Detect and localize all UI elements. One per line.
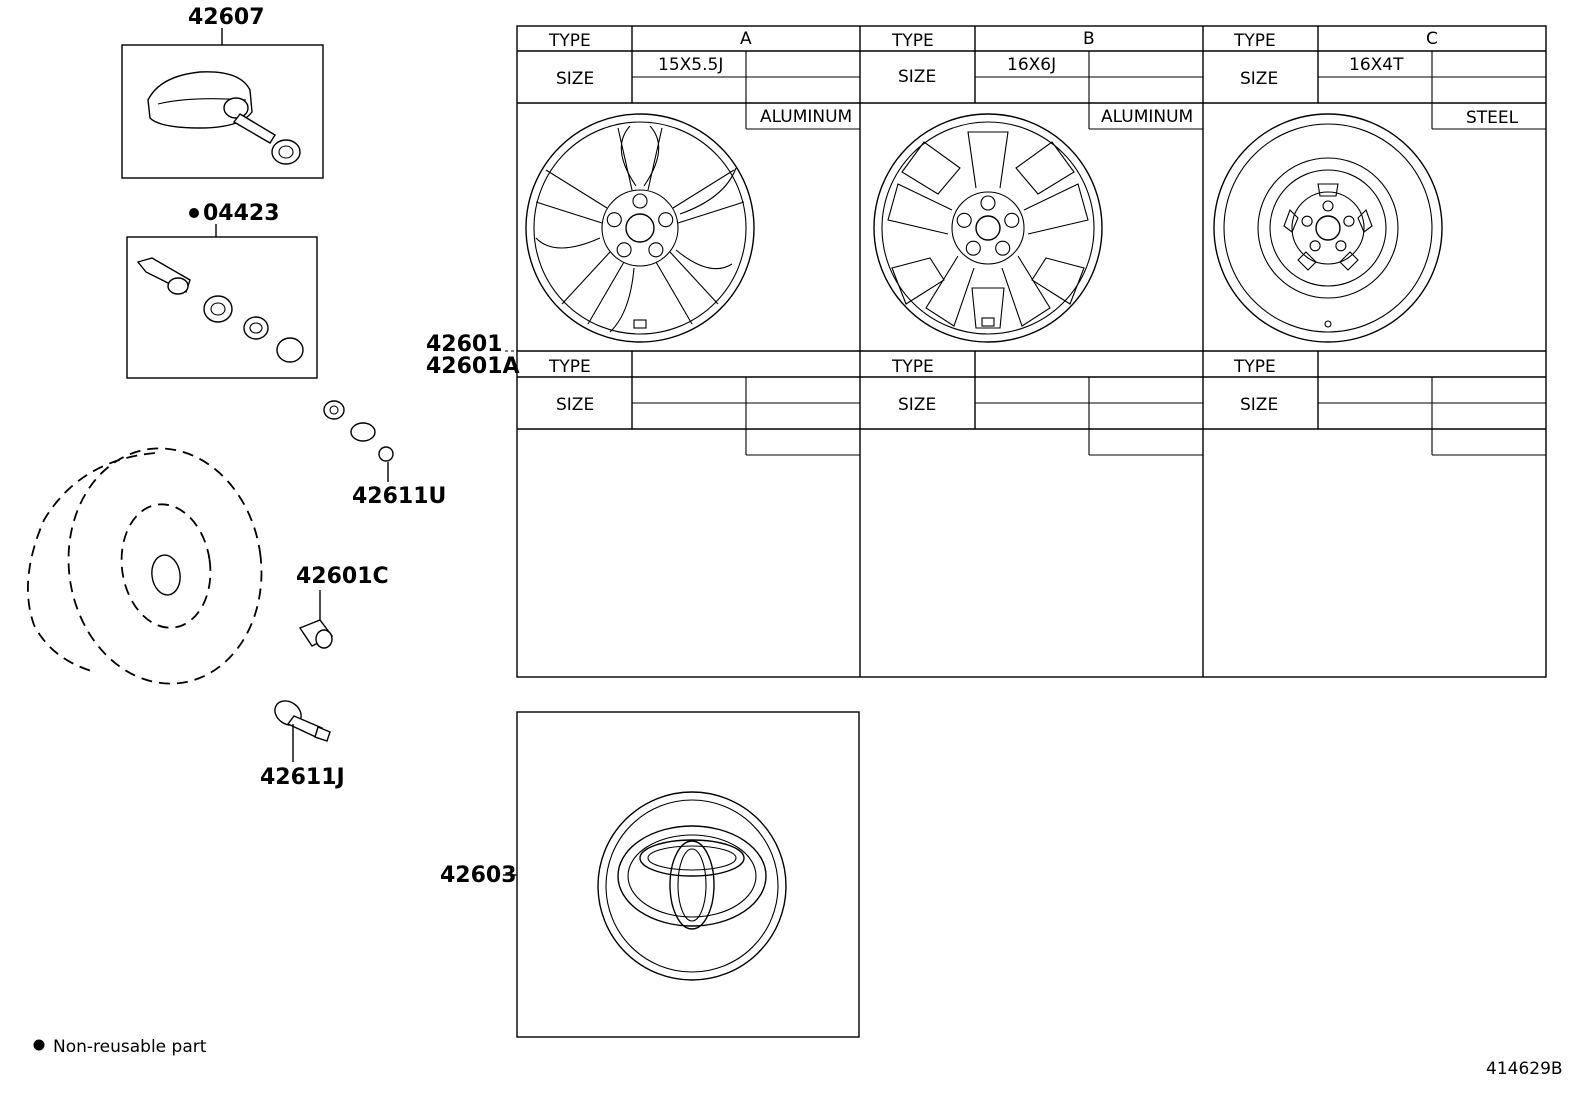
type-value-a: A: [740, 29, 752, 49]
part-42611J[interactable]: 42611J: [260, 696, 345, 790]
non-reusable-dot-icon: [189, 208, 199, 218]
part-42603[interactable]: 42603: [440, 711, 860, 1038]
toyota-emblem-icon: [597, 791, 787, 981]
size-value-c: 16X4T: [1349, 55, 1404, 75]
lug-nut-icon: [298, 619, 334, 649]
size-label: SIZE: [898, 67, 936, 87]
part-box-42607: [121, 44, 324, 179]
part-number-04423: 04423: [203, 201, 280, 226]
material-c: STEEL: [1466, 108, 1519, 128]
part-box-42603: [516, 711, 860, 1038]
part-04423[interactable]: 04423: [126, 201, 318, 379]
column-b-header: TYPE B SIZE 16X6J ALUMINUM TYPE SIZE: [891, 29, 1193, 415]
valve-nut-icon: [323, 400, 394, 462]
part-number-42601C: 42601C: [296, 564, 389, 589]
tpms-sensor-icon: [147, 71, 301, 165]
type-label: TYPE: [548, 357, 591, 377]
size-label: SIZE: [556, 395, 594, 415]
legend-text: Non-reusable part: [53, 1037, 207, 1057]
non-reusable-dot-icon: [33, 1039, 45, 1051]
type-label: TYPE: [548, 31, 591, 51]
wheel-spec-table: [516, 25, 1547, 678]
document-id: 414629B: [1486, 1059, 1563, 1079]
part-box-04423: [126, 236, 318, 379]
valve-kit-icon: [136, 257, 304, 363]
type-value-b: B: [1083, 29, 1095, 49]
part-42607[interactable]: 42607: [121, 5, 324, 179]
wheel-a-icon[interactable]: [525, 113, 755, 343]
part-42601C[interactable]: 42601C: [296, 564, 389, 649]
size-label: SIZE: [898, 395, 936, 415]
tire-outline: [27, 447, 263, 685]
legend: Non-reusable part: [33, 1037, 207, 1057]
material-b: ALUMINUM: [1101, 107, 1193, 127]
size-label: SIZE: [556, 69, 594, 89]
size-value-b: 16X6J: [1007, 55, 1056, 75]
type-value-c: C: [1426, 29, 1438, 49]
size-label: SIZE: [1240, 395, 1278, 415]
part-number-42611J: 42611J: [260, 765, 345, 790]
wheel-b-icon[interactable]: [873, 113, 1103, 343]
column-a-header: TYPE A SIZE 15X5.5J ALUMINUM TYPE SIZE: [548, 29, 852, 415]
size-value-a: 15X5.5J: [658, 55, 723, 75]
part-42601[interactable]: 42601 42601A: [426, 332, 520, 379]
part-number-42601: 42601: [426, 332, 503, 357]
wheel-c-icon[interactable]: [1213, 113, 1443, 343]
part-42611U[interactable]: 42611U: [323, 400, 446, 509]
material-a: ALUMINUM: [760, 107, 852, 127]
part-number-42607: 42607: [188, 5, 265, 30]
part-number-42611U: 42611U: [352, 484, 446, 509]
type-label: TYPE: [891, 357, 934, 377]
size-label: SIZE: [1240, 69, 1278, 89]
part-number-42601A: 42601A: [426, 354, 520, 379]
type-label: TYPE: [1233, 31, 1276, 51]
type-label: TYPE: [1233, 357, 1276, 377]
valve-stem-icon: [274, 700, 331, 742]
column-c-header: TYPE C SIZE 16X4T STEEL TYPE SIZE: [1233, 29, 1519, 415]
type-label: TYPE: [891, 31, 934, 51]
